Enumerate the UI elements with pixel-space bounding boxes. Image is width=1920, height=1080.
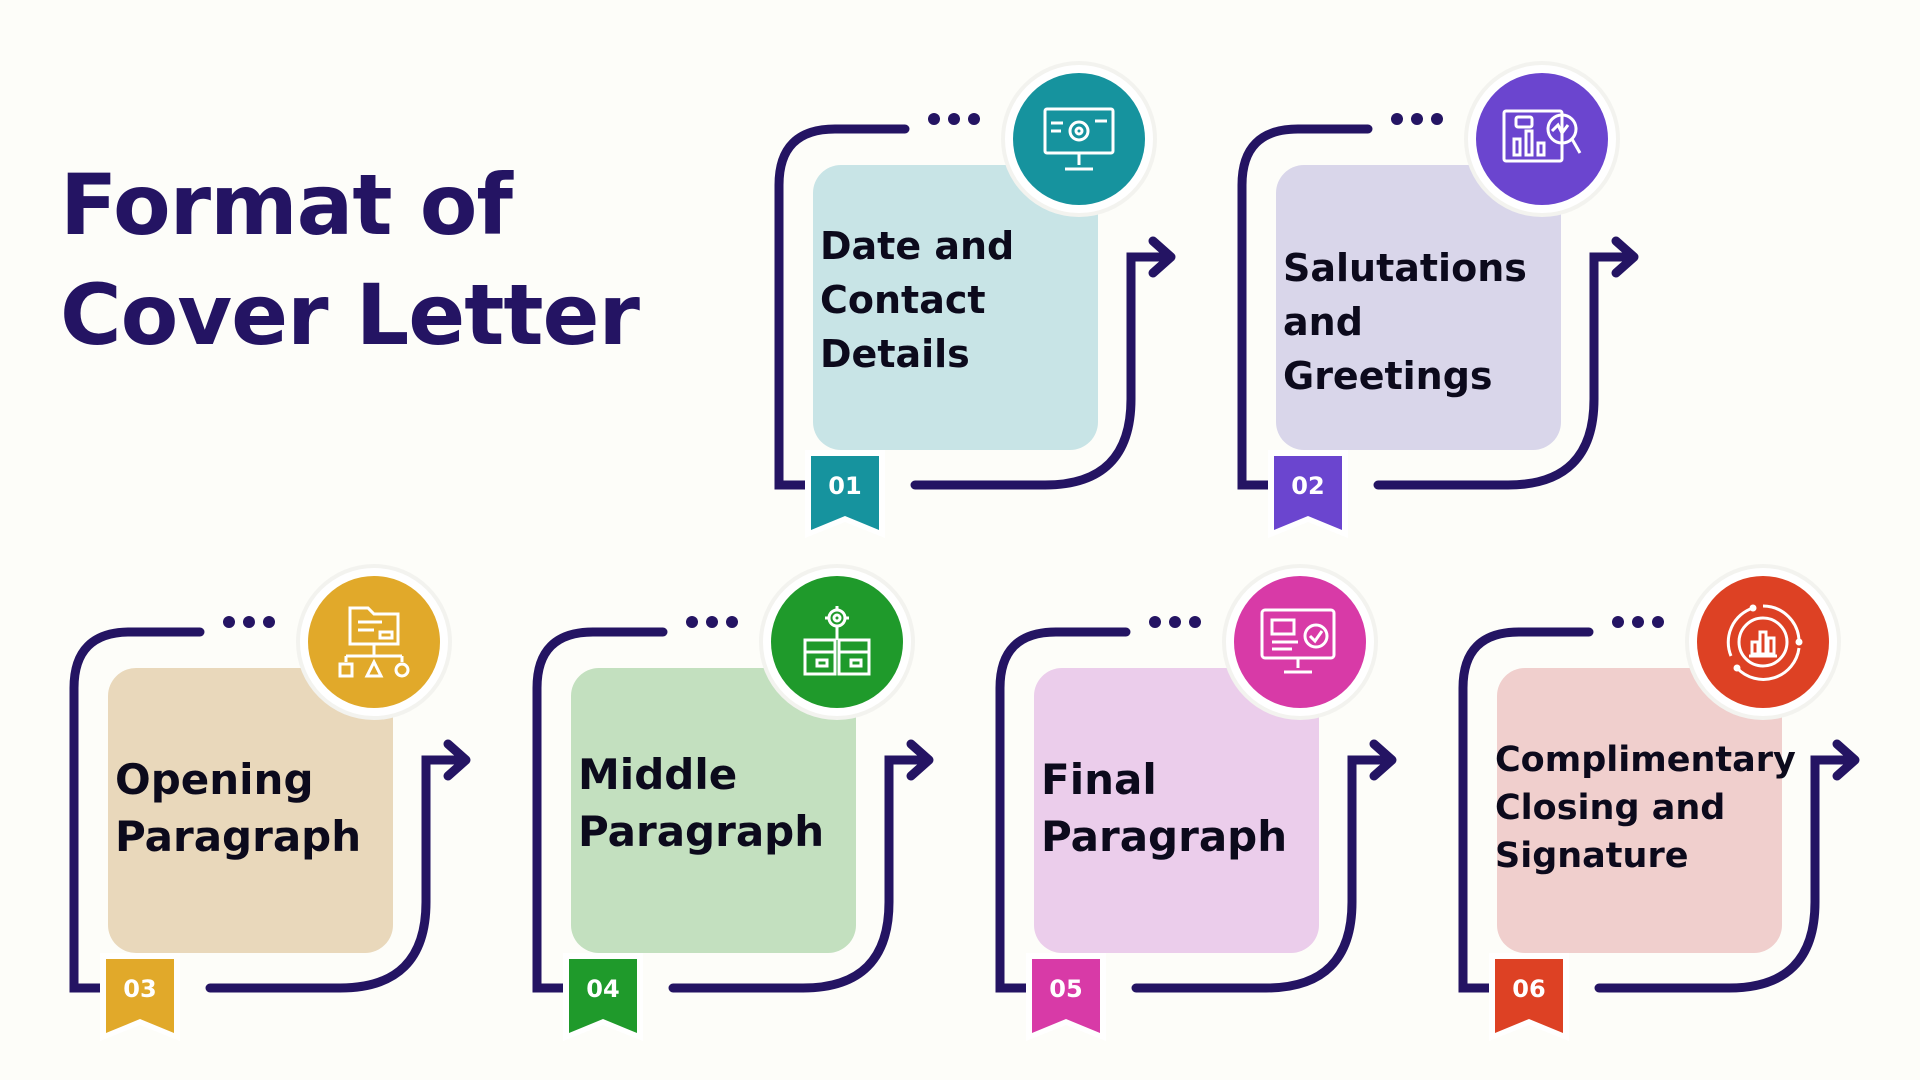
- monitor-check-icon: [1234, 576, 1366, 708]
- step-label-text: Date and Contact Details: [820, 224, 1015, 376]
- step-panel: [813, 165, 1098, 450]
- step-label-text: Final Paragraph: [1041, 755, 1288, 861]
- step-label: Opening Paragraph: [115, 683, 455, 933]
- step-label: Salutations and Greetings: [1283, 197, 1623, 447]
- step-number: 06: [1512, 975, 1546, 1003]
- folder-hierarchy-icon: [308, 576, 440, 708]
- presentation-gear-icon: [1013, 73, 1145, 205]
- step-card-02: Salutations and Greetings 02: [1237, 65, 1658, 565]
- icon-circle: [300, 568, 448, 716]
- step-label-text: Complimentary Closing and Signature: [1495, 740, 1796, 876]
- step-label-text: Middle Paragraph: [578, 750, 825, 856]
- icon-circle: [1226, 568, 1374, 716]
- step-number-badge: 06: [1489, 953, 1569, 1043]
- step-frame: [995, 627, 1397, 993]
- step-number: 03: [123, 975, 157, 1003]
- step-number-badge: 01: [805, 450, 885, 540]
- step-number-badge: 02: [1268, 450, 1348, 540]
- dots-decoration: [921, 111, 987, 125]
- step-panel: [1276, 165, 1561, 450]
- step-panel: [1497, 668, 1782, 953]
- icon-circle: [1005, 65, 1153, 213]
- step-number-badge: 05: [1026, 953, 1106, 1043]
- step-panel: [571, 668, 856, 953]
- step-number: 01: [828, 472, 862, 500]
- step-number: 02: [1291, 472, 1325, 500]
- bar-chart-cycle-icon: [1697, 576, 1829, 708]
- step-frame: [774, 124, 1176, 490]
- step-card-05: Final Paragraph 05: [995, 568, 1416, 1068]
- step-card-01: Date and Contact Details 01: [774, 65, 1195, 565]
- page-title: Format of Cover Letter: [60, 150, 640, 370]
- chart-analysis-icon: [1476, 73, 1608, 205]
- step-panel: [108, 668, 393, 953]
- step-label: Middle Paragraph: [578, 678, 918, 928]
- step-frame: [69, 627, 471, 993]
- step-label-text: Salutations and Greetings: [1283, 246, 1527, 398]
- step-frame: [532, 627, 934, 993]
- step-number: 05: [1049, 975, 1083, 1003]
- step-frame: [1458, 627, 1860, 993]
- dots-decoration: [1142, 614, 1208, 628]
- icon-circle: [1689, 568, 1837, 716]
- step-label: Final Paragraph: [1041, 683, 1381, 933]
- step-frame: [1237, 124, 1639, 490]
- step-panel: [1034, 668, 1319, 953]
- step-number-badge: 04: [563, 953, 643, 1043]
- title-line-1: Format of: [60, 156, 513, 254]
- dots-decoration: [1605, 614, 1671, 628]
- title-line-2: Cover Letter: [60, 266, 640, 364]
- step-card-04: Middle Paragraph 04: [532, 568, 953, 1068]
- icon-circle: [1468, 65, 1616, 213]
- dots-decoration: [679, 614, 745, 628]
- step-label: Complimentary Closing and Signature: [1495, 683, 1835, 933]
- step-number-badge: 03: [100, 953, 180, 1043]
- step-card-03: Opening Paragraph 03: [69, 568, 490, 1068]
- dots-decoration: [1384, 111, 1450, 125]
- dots-decoration: [216, 614, 282, 628]
- step-label-text: Opening Paragraph: [115, 755, 362, 861]
- step-label: Date and Contact Details: [820, 175, 1160, 425]
- icon-circle: [763, 568, 911, 716]
- step-number: 04: [586, 975, 620, 1003]
- gear-boxes-icon: [771, 576, 903, 708]
- step-card-06: Complimentary Closing and Signature 06: [1458, 568, 1879, 1068]
